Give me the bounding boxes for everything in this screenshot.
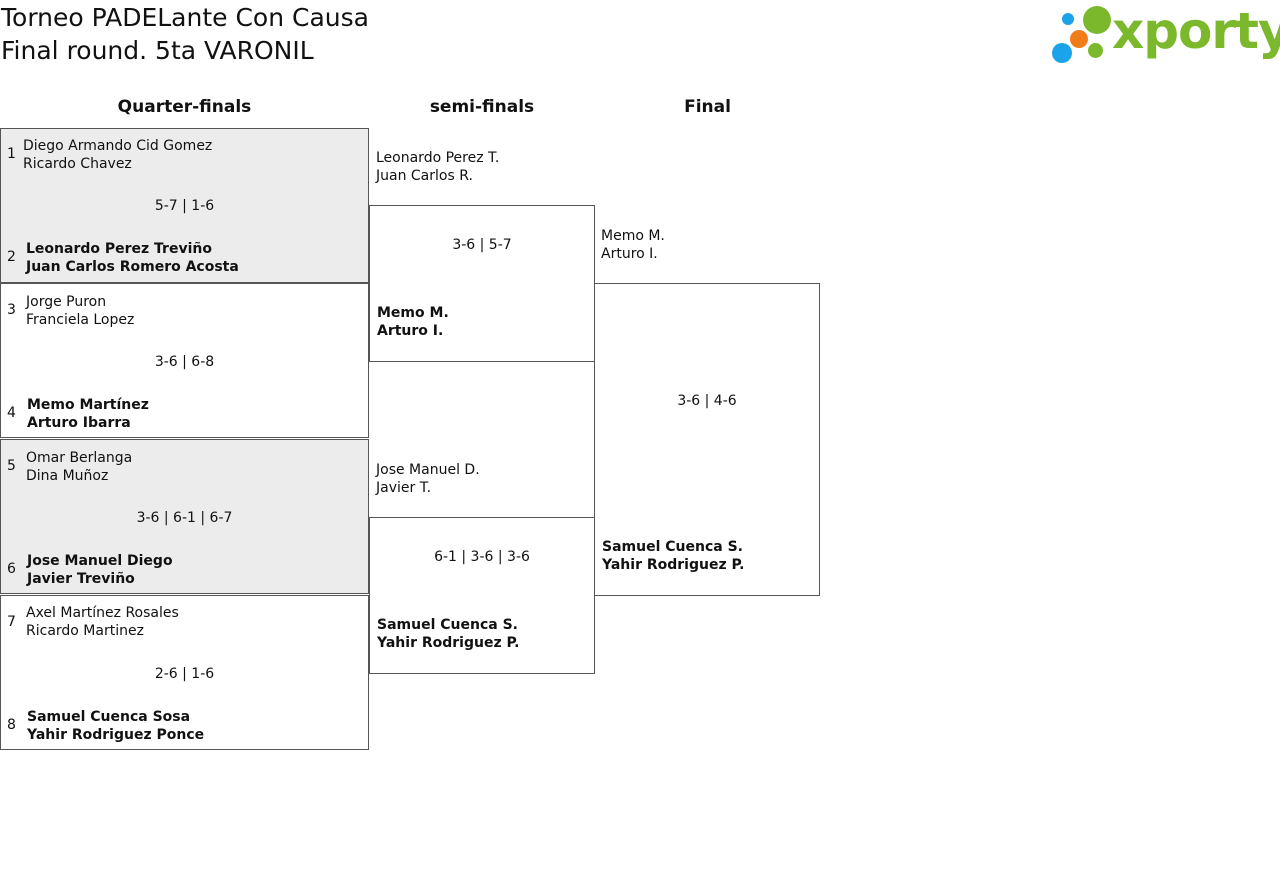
team-winner: Memo Martínez Arturo Ibarra [27,396,149,432]
player-name: Arturo I. [377,323,444,339]
player-name: Samuel Cuenca Sosa [27,709,191,725]
player-name: Memo M. [601,228,665,244]
xporty-logo: xporty [1050,4,1280,68]
logo-wordmark: xporty [1112,2,1280,60]
player-name: Samuel Cuenca S. [377,617,518,633]
player-name: Ricardo Martinez [26,623,144,639]
team-winner: Jose Manuel Diego Javier Treviño [27,552,173,588]
player-name: Jose Manuel Diego [27,553,173,569]
match-score: 3-6 | 5-7 [452,237,512,253]
player-name: Omar Berlanga [26,450,133,466]
round-header-quarterfinals: Quarter-finals [117,97,252,117]
player-name: Franciela Lopez [26,312,135,328]
team-top: Diego Armando Cid Gomez Ricardo Chavez [23,137,212,173]
match-score: 3-6 | 6-8 [154,354,215,370]
quarterfinal-match-1[interactable]: 1 Diego Armando Cid Gomez Ricardo Chavez… [0,128,369,283]
player-name: Ricardo Chavez [23,156,132,172]
player-name: Juan Carlos Romero Acosta [26,259,239,275]
team-winner: Samuel Cuenca S. Yahir Rodriguez P. [377,616,519,652]
player-name: Diego Armando Cid Gomez [23,138,213,154]
player-name: Yahir Rodriguez P. [377,635,520,651]
team-winner: Memo M. Arturo I. [377,304,449,340]
seed-number: 4 [7,405,16,421]
player-name: Jorge Puron [26,294,107,310]
player-name: Samuel Cuenca S. [602,539,743,555]
player-name: Axel Martínez Rosales [26,605,179,621]
logo-dot-green-small [1062,13,1074,25]
player-name: Yahir Rodriguez P. [602,557,745,573]
page-title: Torneo PADELante Con Causa [1,3,369,32]
page-subtitle: Final round. 5ta VARONIL [1,36,314,65]
player-name: Arturo I. [601,246,658,262]
round-header-semifinals: semi-finals [429,97,535,117]
logo-dot-green-bottom [1088,43,1103,58]
player-name: Javier Treviño [27,571,135,587]
logo-dot-green-large [1083,6,1111,34]
seed-number: 1 [7,146,16,162]
team-top: Jorge Puron Franciela Lopez [26,293,134,329]
seed-number: 5 [7,458,16,474]
match-score: 5-7 | 1-6 [154,198,215,214]
logo-dot-blue [1052,43,1072,63]
seed-number: 2 [7,249,16,265]
logo-dot-orange [1070,30,1088,48]
semifinal-match-2[interactable]: 6-1 | 3-6 | 3-6 Samuel Cuenca S. Yahir R… [369,517,595,674]
semifinal-1-team-top: Leonardo Perez T. Juan Carlos R. [376,149,499,185]
team-winner: Leonardo Perez Treviño Juan Carlos Romer… [26,240,239,276]
team-top: Axel Martínez Rosales Ricardo Martinez [26,604,179,640]
team-winner: Samuel Cuenca S. Yahir Rodriguez P. [602,538,744,574]
player-name: Leonardo Perez T. [376,150,500,166]
seed-number: 8 [7,717,16,733]
round-header-final: Final [684,97,731,117]
seed-number: 3 [7,302,16,318]
player-name: Arturo Ibarra [27,415,131,431]
match-score: 3-6 | 6-1 | 6-7 [136,510,233,526]
player-name: Memo M. [377,305,449,321]
match-score: 6-1 | 3-6 | 3-6 [434,549,530,565]
seed-number: 6 [7,561,16,577]
player-name: Yahir Rodriguez Ponce [27,727,205,743]
final-match[interactable]: 3-6 | 4-6 Samuel Cuenca S. Yahir Rodrigu… [594,283,820,596]
final-team-top: Memo M. Arturo I. [601,227,665,263]
player-name: Dina Muñoz [26,468,109,484]
quarterfinal-match-4[interactable]: 7 Axel Martínez Rosales Ricardo Martinez… [0,595,369,750]
team-winner: Samuel Cuenca Sosa Yahir Rodriguez Ponce [27,708,204,744]
player-name: Juan Carlos R. [376,168,473,184]
quarterfinal-match-2[interactable]: 3 Jorge Puron Franciela Lopez 3-6 | 6-8 … [0,283,369,438]
seed-number: 7 [7,614,16,630]
semifinal-2-team-top: Jose Manuel D. Javier T. [376,461,480,497]
player-name: Memo Martínez [27,397,149,413]
match-score: 3-6 | 4-6 [677,393,737,409]
player-name: Jose Manuel D. [376,462,480,478]
match-score: 2-6 | 1-6 [154,666,215,682]
semifinal-match-1[interactable]: 3-6 | 5-7 Memo M. Arturo I. [369,205,595,362]
team-top: Omar Berlanga Dina Muñoz [26,449,132,485]
quarterfinal-match-3[interactable]: 5 Omar Berlanga Dina Muñoz 3-6 | 6-1 | 6… [0,439,369,594]
player-name: Javier T. [376,480,432,496]
player-name: Leonardo Perez Treviño [26,241,212,257]
